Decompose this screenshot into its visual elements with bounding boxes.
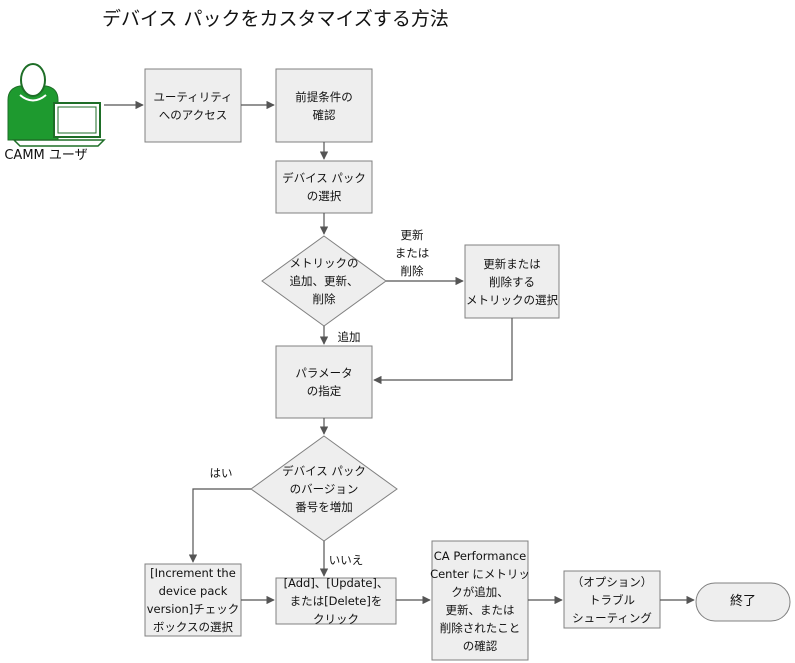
select-device-pack-box <box>275 160 373 214</box>
troubleshooting-box <box>563 570 661 629</box>
increment-version-decision-label: デバイス パック のバージョン 番号を増加 <box>282 463 366 514</box>
select-device-pack-label: デバイス パック の選択 <box>282 171 366 203</box>
click-action-box <box>275 577 397 625</box>
metric-action-decision-label: メトリックの 追加、更新、 削除 <box>289 256 359 306</box>
user-with-laptop-icon <box>7 63 106 147</box>
actor-label: CAMM ユーザ <box>4 148 88 163</box>
select-metric-label: 更新または 削除する メトリックの選択 <box>466 256 558 307</box>
click-action-label: [Add]、[Update]、 または[Delete]を クリック <box>283 576 389 626</box>
verify-in-capc-box <box>431 540 529 661</box>
verify-prerequisites-label: 前提条件の 確認 <box>295 89 353 122</box>
access-utility-label: ユーティリティ へのアクセス <box>153 89 233 122</box>
increment-checkbox-box <box>144 563 242 637</box>
specify-parameters-label: パラメータ の指定 <box>295 366 353 398</box>
select-metric-box <box>464 244 560 319</box>
verify-prerequisites-box <box>275 68 373 143</box>
edge-label-update-delete: 更新 または 削除 <box>394 228 430 278</box>
increment-checkbox-label: [Increment the device pack version]チェック … <box>146 566 240 634</box>
access-utility-box <box>144 68 242 143</box>
end-terminator <box>695 582 791 622</box>
troubleshooting-label: （オプション） トラブル シューティング <box>571 574 653 625</box>
end-label: 終了 <box>729 594 756 609</box>
edge-label-yes: はい <box>209 466 233 480</box>
page-title: デバイス パックをカスタマイズする方法 <box>102 8 449 30</box>
edge-version-yes <box>188 488 251 563</box>
edge-label-no: いいえ <box>328 553 364 567</box>
edge-metric-to-params <box>373 318 513 385</box>
verify-in-capc-label: CA Performance Center にメトリッ クが追加、 更新、または… <box>430 548 530 653</box>
edge-label-add: 追加 <box>337 330 361 344</box>
